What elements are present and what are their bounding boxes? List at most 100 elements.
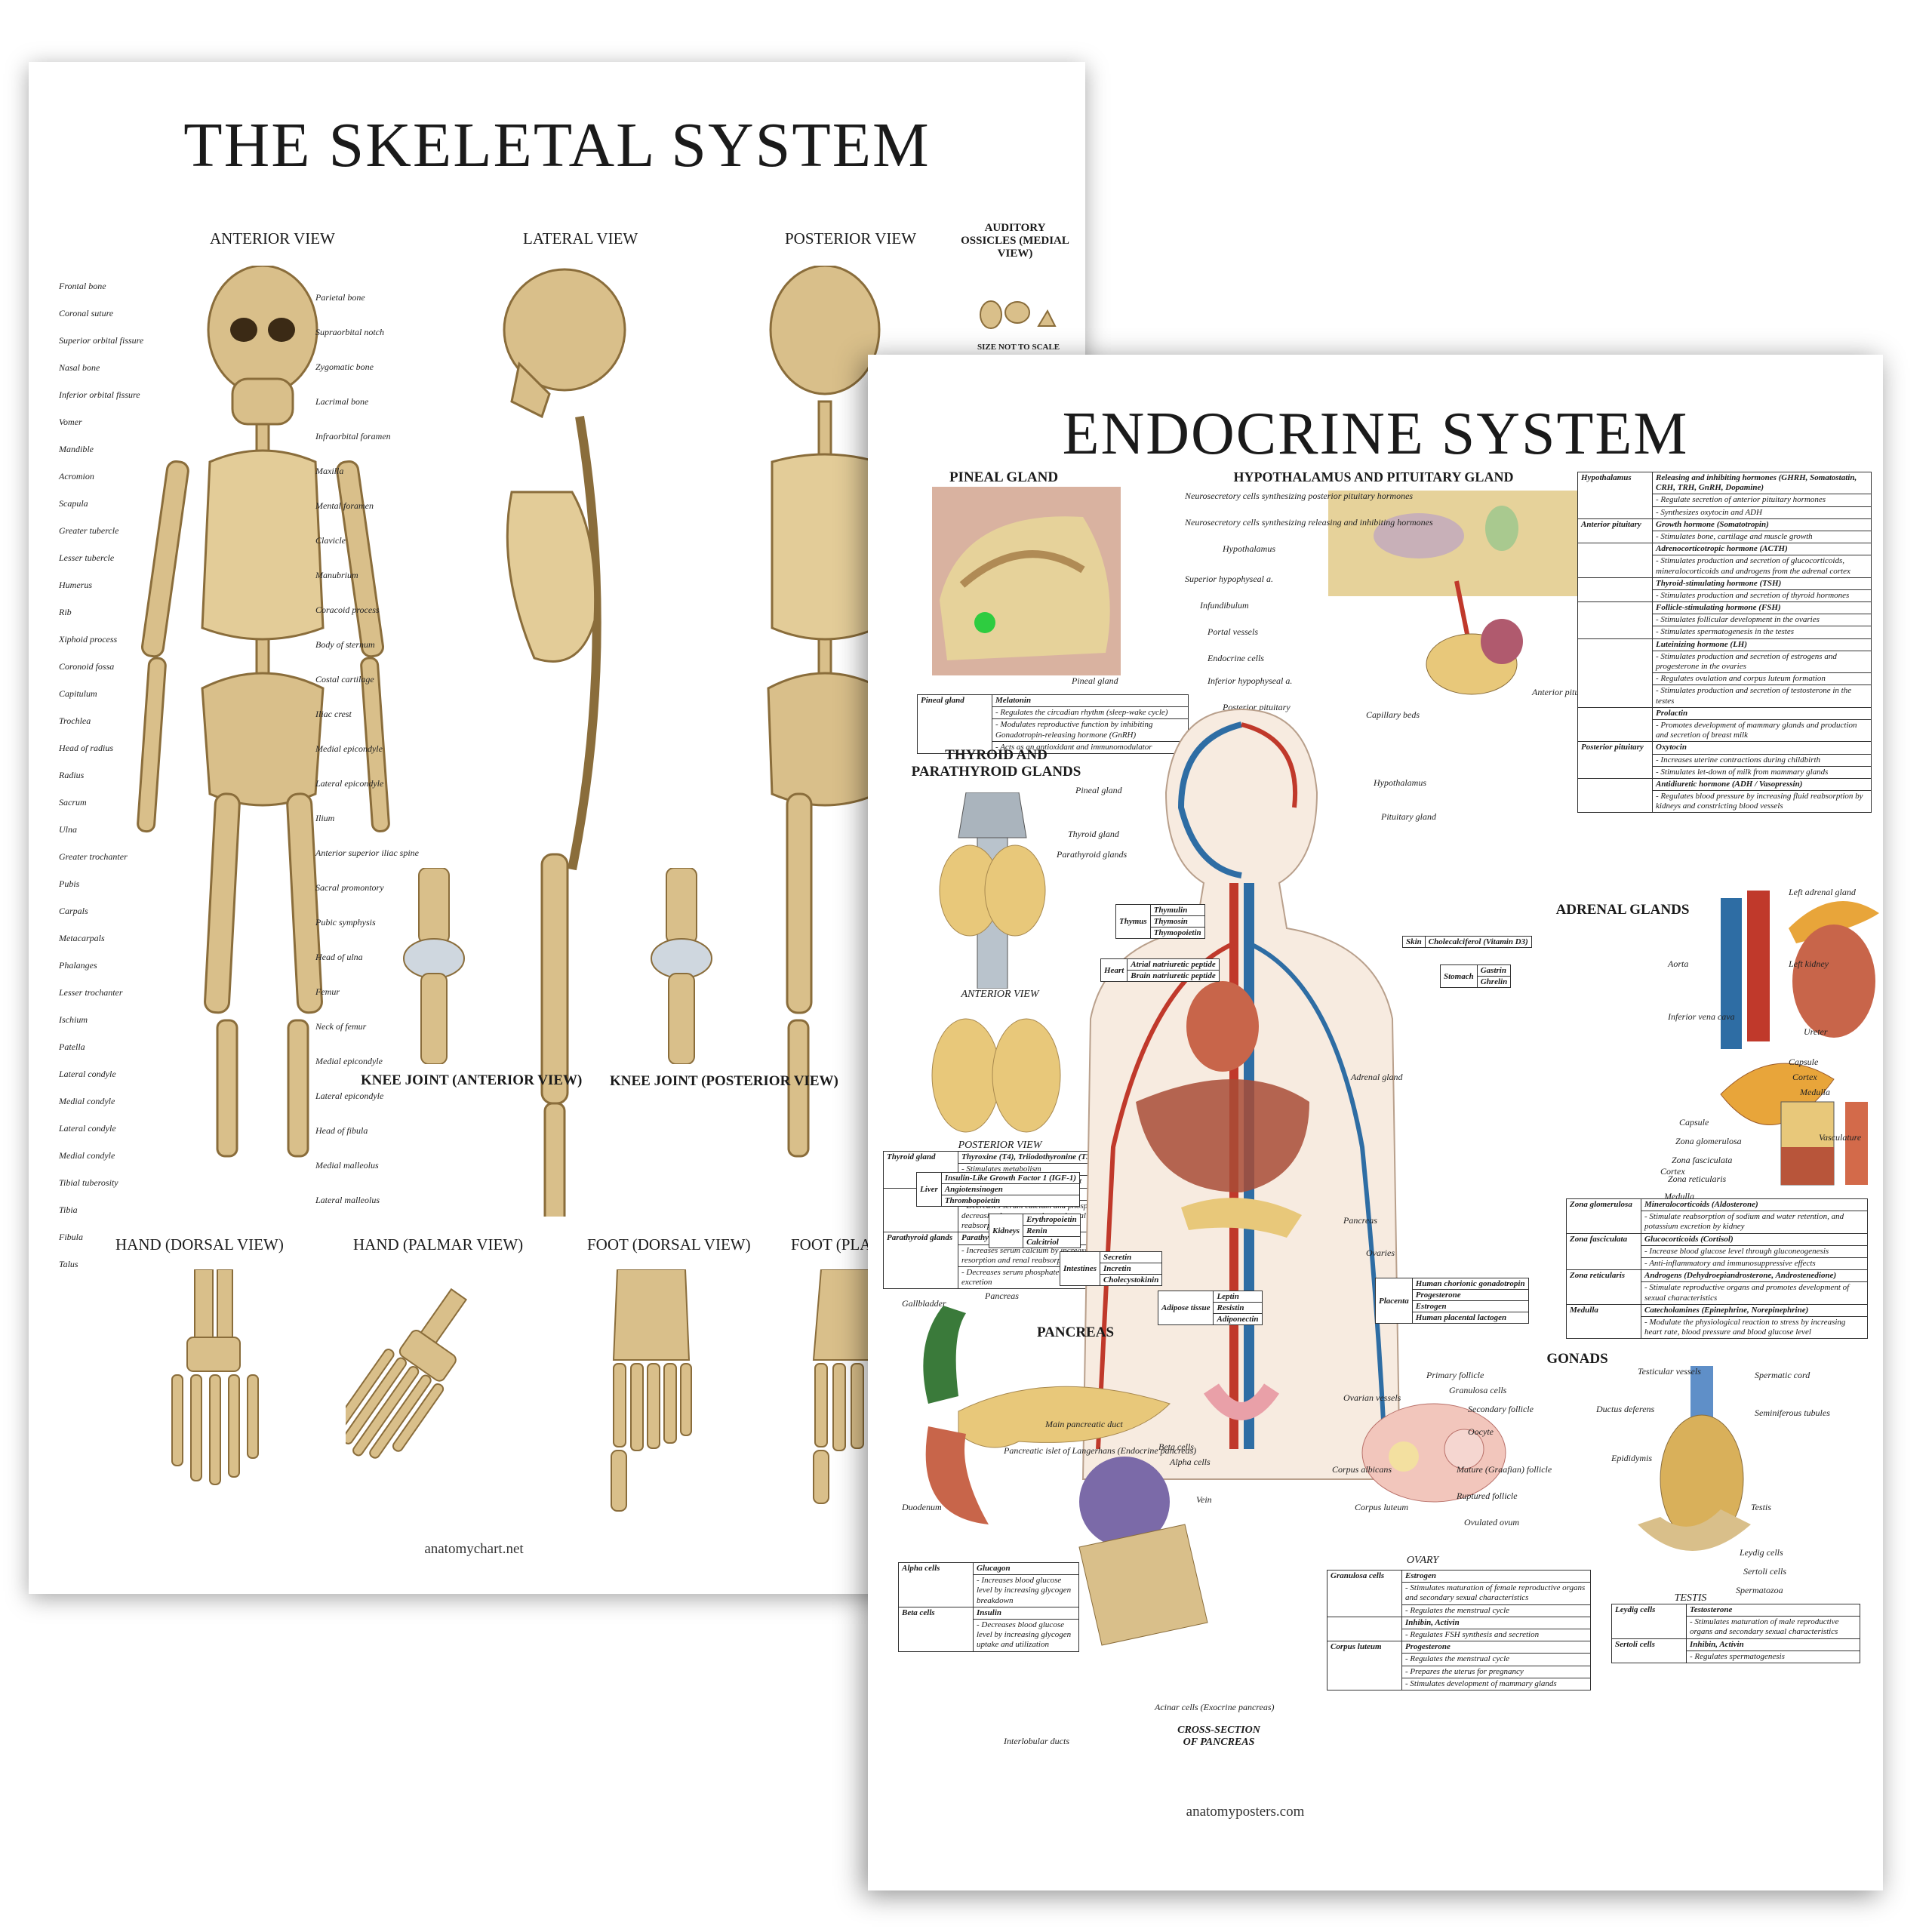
figure-label: Hypothalamus (1374, 777, 1426, 788)
figure-label: Testis (1751, 1502, 1771, 1512)
figure-label: Spermatozoa (1736, 1585, 1783, 1595)
hand-palmar-illustration (346, 1287, 468, 1459)
figure-label: Main pancreatic duct (1045, 1419, 1123, 1429)
table-description-cell: - Regulates the menstrual cycle (1401, 1653, 1591, 1666)
figure-label: Lacrimal bone (315, 396, 369, 407)
table-hormone-cell: Oxytocin (1652, 741, 1872, 755)
figure-label: Capitulum (59, 688, 97, 699)
figure-label: Ovulated ovum (1464, 1517, 1519, 1527)
figure-label: Femur (315, 986, 340, 997)
figure-label: Secondary follicle (1468, 1404, 1534, 1414)
posterior-view-label: POSTERIOR VIEW (785, 229, 917, 248)
anterior-view-label: ANTERIOR VIEW (210, 229, 335, 248)
mini-hormone-cell: Human chorionic gonadotropin (1411, 1278, 1529, 1290)
thyroid-section-head: THYROID AND PARATHYROID GLANDS (911, 747, 1081, 780)
figure-label: Capillary beds (1366, 709, 1420, 720)
figure-label: Medial malleolus (315, 1160, 379, 1171)
gonads-section-head: GONADS (1546, 1351, 1608, 1367)
figure-label: Capsule (1789, 1057, 1819, 1067)
table-description-cell: - Stimulates production and secretion of… (1652, 650, 1872, 674)
figure-label: Coracoid process (315, 605, 380, 615)
mini-hormone-cell: Angiotensinogen (940, 1183, 1081, 1195)
table-hormone-cell: Prolactin (1652, 706, 1872, 720)
table-description-cell: - Synthesizes oxytocin and ADH (1652, 506, 1872, 519)
figure-label: Xiphoid process (59, 634, 118, 645)
figure-label: Inferior hypophyseal a. (1208, 675, 1293, 686)
mini-hormone-cell: Renin (1023, 1225, 1081, 1237)
pineal-gland-illustration (932, 487, 1121, 675)
table-hormone-cell: Adrenocorticotropic hormone (ACTH) (1652, 543, 1872, 556)
figure-label: Costal cartilage (315, 674, 374, 685)
figure-label: Ulna (59, 824, 77, 835)
figure-label: Lesser trochanter (59, 987, 123, 998)
table-gland-cell (1577, 543, 1653, 578)
endocrine-poster-title: ENDOCRINE SYSTEM (1062, 401, 1689, 467)
figure-label: Coronoid fossa (59, 661, 115, 672)
figure-label: Lateral condyle (59, 1069, 116, 1079)
table-hormone-cell: Glucagon (973, 1561, 1079, 1576)
figure-label: Testicular vessels (1638, 1366, 1701, 1377)
figure-label: Metacarpals (59, 933, 105, 943)
table-gland-cell: Zona fasciculata (1566, 1232, 1641, 1271)
figure-label: Nasal bone (59, 362, 100, 373)
table-description-cell: - Increase blood glucose level through g… (1641, 1244, 1868, 1258)
mini-hormone-cell: Progesterone (1411, 1289, 1529, 1301)
table-gland-cell: Zona reticularis (1566, 1269, 1641, 1305)
figure-label: Pineal gland (1075, 785, 1122, 795)
foot-plantar-illustration (812, 1269, 891, 1504)
figure-label: Inferior orbital fissure (59, 389, 140, 400)
table-gland-cell (1327, 1616, 1402, 1642)
figure-label: Acromion (59, 471, 94, 481)
figure-label: Duodenum (902, 1502, 942, 1512)
table-hormone-cell: Growth hormone (Somatotropin) (1652, 518, 1872, 531)
figure-label: Supraorbital notch (315, 327, 385, 337)
table-gland-cell: Beta cells (898, 1606, 974, 1652)
table-hormone-cell: Catecholamines (Epinephrine, Norepinephr… (1641, 1303, 1868, 1317)
table-hormone-cell: Mineralocorticoids (Aldosterone) (1641, 1198, 1868, 1212)
figure-label: Adrenal gland (1351, 1072, 1403, 1082)
pancreas-cross-section-caption: CROSS-SECTION OF PANCREAS (1177, 1724, 1260, 1748)
table-gland-cell: Hypothalamus (1577, 472, 1653, 519)
knee-anterior-label: KNEE JOINT (ANTERIOR VIEW) (361, 1072, 583, 1088)
table-hormone-cell: Follicle-stimulating hormone (FSH) (1652, 601, 1872, 615)
table-description-cell: - Regulate secretion of anterior pituita… (1652, 494, 1872, 507)
table-description-cell: - Stimulates let-down of milk from mamma… (1652, 765, 1872, 779)
figure-label: Clavicle (315, 535, 346, 546)
figure-label: Aorta (1668, 958, 1689, 969)
ovary-illustration (1361, 1403, 1506, 1503)
figure-label: Vasculature (1819, 1132, 1862, 1143)
mini-hormone-cell: Thrombopoietin (940, 1195, 1081, 1207)
mini-gland-cell: Kidneys (988, 1214, 1024, 1248)
table-gland-cell: Leydig cells (1611, 1604, 1687, 1639)
figure-label: Head of ulna (315, 952, 363, 962)
figure-label: Sacrum (59, 797, 87, 808)
figure-label: Manubrium (315, 570, 358, 580)
figure-label: Parietal bone (315, 292, 365, 303)
table-hormone-cell: Glucocorticoids (Cortisol) (1641, 1232, 1868, 1246)
figure-label: Neurosecretory cells synthesizing releas… (1185, 517, 1433, 528)
figure-label: Infundibulum (1200, 600, 1249, 611)
table-description-cell: - Increases blood glucose level by incre… (973, 1574, 1079, 1607)
knee-posterior-label: KNEE JOINT (POSTERIOR VIEW) (610, 1073, 838, 1089)
mini-hormone-cell: Insulin-Like Growth Factor 1 (IGF-1) (940, 1172, 1081, 1184)
table-hormone-cell: Inhibin, Activin (1401, 1616, 1591, 1629)
figure-label: Mature (Graafian) follicle (1457, 1464, 1552, 1475)
figure-label: Granulosa cells (1449, 1385, 1507, 1395)
figure-label: Medial epicondyle (315, 1056, 383, 1066)
ossicles-illustration (980, 300, 1057, 329)
table-description-cell: - Modulates reproductive function by inh… (992, 718, 1189, 742)
figure-label: Frontal bone (59, 281, 106, 291)
figure-label: Talus (59, 1259, 78, 1269)
figure-label: Lesser tubercle (59, 552, 115, 563)
mini-hormone-cell: Leptin (1213, 1291, 1263, 1303)
adrenal-section-head: ADRENAL GLANDS (1555, 902, 1690, 918)
figure-label: Seminiferous tubules (1755, 1407, 1830, 1418)
figure-label: Iliac crest (315, 709, 352, 719)
figure-label: Neck of femur (315, 1021, 367, 1032)
table-description-cell: - Regulates blood pressure by increasing… (1652, 790, 1872, 814)
